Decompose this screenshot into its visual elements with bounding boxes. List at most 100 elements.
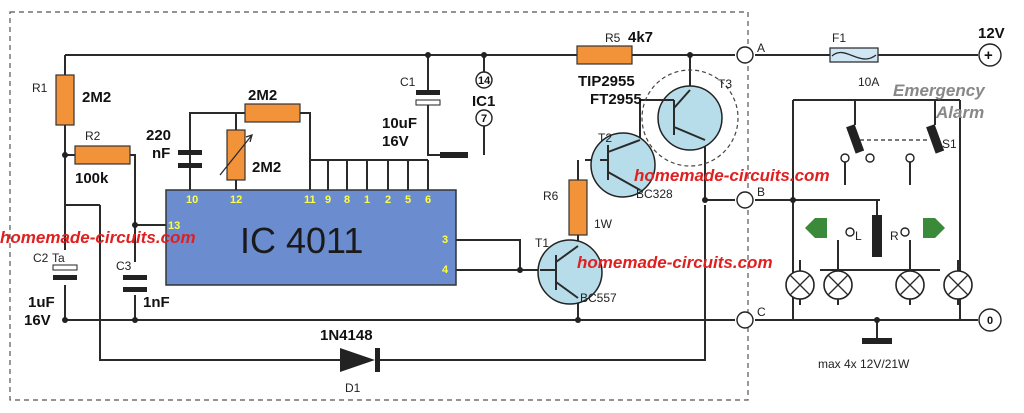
resistor-upper-2m2 xyxy=(244,103,301,123)
t2-ref: T2 xyxy=(598,131,612,145)
r5-ref: R5 xyxy=(605,31,621,45)
c1-value-1: 10uF xyxy=(382,115,417,132)
lamp-left-2 xyxy=(823,270,853,300)
switch-label-left: L xyxy=(855,229,862,243)
junction-dots xyxy=(62,52,880,323)
watermark-1: homemade-circuits.com xyxy=(0,228,196,247)
c220-value-2: nF xyxy=(152,145,170,162)
t3-part-2: FT2955 xyxy=(590,91,642,108)
pin-5: 5 xyxy=(405,194,411,206)
supply-zero: 0 xyxy=(987,315,993,327)
switch-label-right: R xyxy=(890,229,899,243)
c1-value-2: 16V xyxy=(382,133,409,150)
t1-ref: T1 xyxy=(535,236,549,250)
ic1-ref: IC1 xyxy=(472,93,495,110)
pin-4: 4 xyxy=(442,264,449,276)
direction-selector-switch xyxy=(845,215,910,257)
pin-6: 6 xyxy=(425,194,431,206)
terminal-b-label: B xyxy=(757,185,765,199)
ic1-pin14: 14 xyxy=(478,75,491,87)
terminal-a xyxy=(736,46,754,64)
f1-ref: F1 xyxy=(832,31,846,45)
c3-value: 1nF xyxy=(143,294,170,311)
r2-ref: R2 xyxy=(85,129,101,143)
pin-11: 11 xyxy=(304,194,316,206)
c1-ref: C1 xyxy=(400,75,416,89)
lamp-right-2 xyxy=(943,270,973,300)
alarm-line-2: Alarm xyxy=(935,103,984,122)
terminal-c xyxy=(736,311,754,329)
terminal-a-label: A xyxy=(757,41,765,55)
terminal-c-label: C xyxy=(757,305,766,319)
r6-ref: R6 xyxy=(543,189,559,203)
pin-10: 10 xyxy=(186,194,198,206)
ic1-pin7-marker xyxy=(475,109,493,127)
ic1-pin14-marker xyxy=(475,71,493,89)
t3-part-1: TIP2955 xyxy=(578,73,635,90)
c2-value-1: 1uF xyxy=(28,294,55,311)
pin-12: 12 xyxy=(230,194,242,206)
r1-ref: R1 xyxy=(32,81,48,95)
t1-part: BC557 xyxy=(580,291,617,305)
resistor-r5 xyxy=(576,45,633,65)
lamps-note: max 4x 12V/21W xyxy=(818,357,910,371)
watermark-3: homemade-circuits.com xyxy=(577,253,773,272)
r-upper-value: 2M2 xyxy=(248,87,277,104)
r1-value: 2M2 xyxy=(82,89,111,106)
transistor-t1 xyxy=(537,239,603,305)
ground-symbol xyxy=(440,152,468,158)
f1-rating: 10A xyxy=(858,75,879,89)
s1-ref: S1 xyxy=(942,137,957,151)
supply-voltage: 12V xyxy=(978,25,1005,42)
c2-type: Ta xyxy=(52,251,65,265)
fuse-f1 xyxy=(829,47,879,63)
left-arrow-icon xyxy=(805,218,827,238)
ic1-pin7: 7 xyxy=(481,113,487,125)
c3-ref: C3 xyxy=(116,259,132,273)
wiring xyxy=(64,54,978,361)
lamp-left-1 xyxy=(785,270,815,300)
c2-ref: C2 xyxy=(33,251,49,265)
lamp-right-1 xyxy=(895,270,925,300)
capacitor-c3 xyxy=(123,275,147,292)
c2-value-2: 16V xyxy=(24,312,51,329)
t3-ref: T3 xyxy=(718,77,732,91)
alarm-line-1: Emergency xyxy=(893,81,986,100)
trimmer-arrow xyxy=(219,133,253,176)
terminal-b xyxy=(736,191,754,209)
pin-9: 9 xyxy=(325,194,331,206)
diode-d1 xyxy=(340,348,380,372)
supply-plus: + xyxy=(984,47,993,64)
d1-ref: D1 xyxy=(345,381,361,395)
ic-name: IC 4011 xyxy=(240,220,363,261)
ic-4011-body xyxy=(165,189,457,286)
watermark-2: homemade-circuits.com xyxy=(634,166,830,185)
resistor-r6 xyxy=(568,179,588,236)
r2-value: 100k xyxy=(75,170,109,187)
capacitor-220nf xyxy=(178,150,202,168)
terminal-12v xyxy=(978,43,1002,67)
pin-13: 13 xyxy=(168,220,180,232)
r-trim-value: 2M2 xyxy=(252,159,281,176)
pin-2: 2 xyxy=(385,194,391,206)
capacitor-c1 xyxy=(415,90,441,106)
c220-value-1: 220 xyxy=(146,127,171,144)
pin-3: 3 xyxy=(442,234,448,246)
switch-s1 xyxy=(840,124,945,163)
transistor-t3 xyxy=(641,69,739,167)
capacitor-c2 xyxy=(52,264,78,280)
d1-part: 1N4148 xyxy=(320,327,373,344)
right-arrow-icon xyxy=(923,218,945,238)
transistor-t2 xyxy=(590,132,656,198)
r5-value: 4k7 xyxy=(628,29,653,46)
resistor-r1 xyxy=(55,74,75,126)
resistor-r2 xyxy=(74,145,131,165)
terminal-0v xyxy=(978,308,1002,332)
t2-part: BC328 xyxy=(636,187,673,201)
pin-1: 1 xyxy=(364,194,370,206)
pin-8: 8 xyxy=(344,194,350,206)
r6-value: 1W xyxy=(594,217,613,231)
ground-symbol-lamps xyxy=(862,338,892,344)
